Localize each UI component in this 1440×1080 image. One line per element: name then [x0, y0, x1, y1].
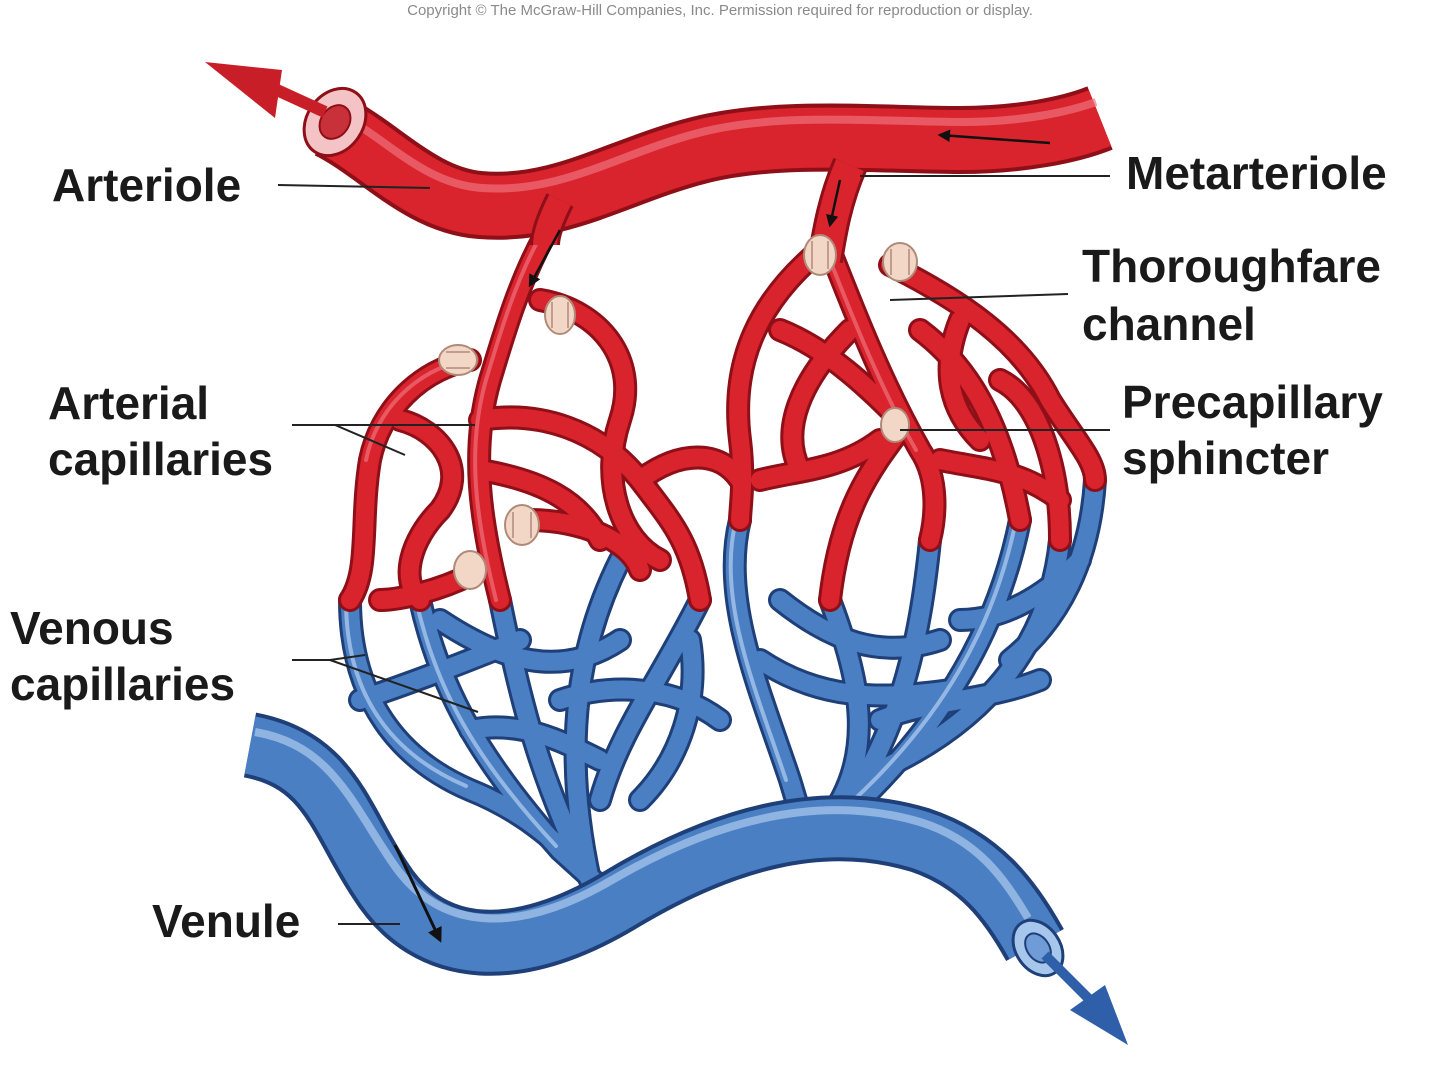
sphincter-ring — [438, 344, 478, 376]
sphincter-ring — [504, 504, 540, 546]
label-precapillary-line2: sphincter — [1122, 432, 1330, 484]
venous-capillary-network — [338, 468, 1107, 912]
sphincter-ring — [544, 295, 576, 335]
arterial-capillary-network — [338, 223, 1107, 612]
label-venous-line1: Venous — [10, 602, 174, 654]
label-thoroughfare-line1: Thoroughfare — [1082, 240, 1381, 292]
leader-arteriole — [277, 184, 431, 189]
sphincter-ring — [882, 242, 918, 282]
label-thoroughfare-line2: channel — [1082, 298, 1256, 350]
label-leader-lines — [277, 175, 1110, 925]
sphincter-ring — [453, 550, 487, 590]
label-arterial-line2: capillaries — [48, 433, 274, 485]
copyright-notice: Copyright © The McGraw-Hill Companies, I… — [407, 2, 1033, 19]
label-precapillary-line1: Precapillary — [1122, 376, 1383, 428]
sphincter-ring — [803, 234, 837, 276]
label-metarteriole: Metarteriole — [1126, 147, 1387, 199]
venule-vessel — [242, 712, 1128, 1045]
sphincter-ring — [880, 407, 910, 443]
leader-venous-cap-2 — [329, 659, 479, 713]
label-venous-line2: capillaries — [10, 658, 236, 710]
arteriole-vessel — [205, 62, 1113, 288]
label-venule: Venule — [152, 895, 301, 947]
leader-thoroughfare — [889, 293, 1069, 301]
label-arterial-line1: Arterial — [48, 377, 210, 429]
precapillary-sphincters — [438, 234, 918, 590]
label-arteriole: Arteriole — [52, 159, 242, 211]
